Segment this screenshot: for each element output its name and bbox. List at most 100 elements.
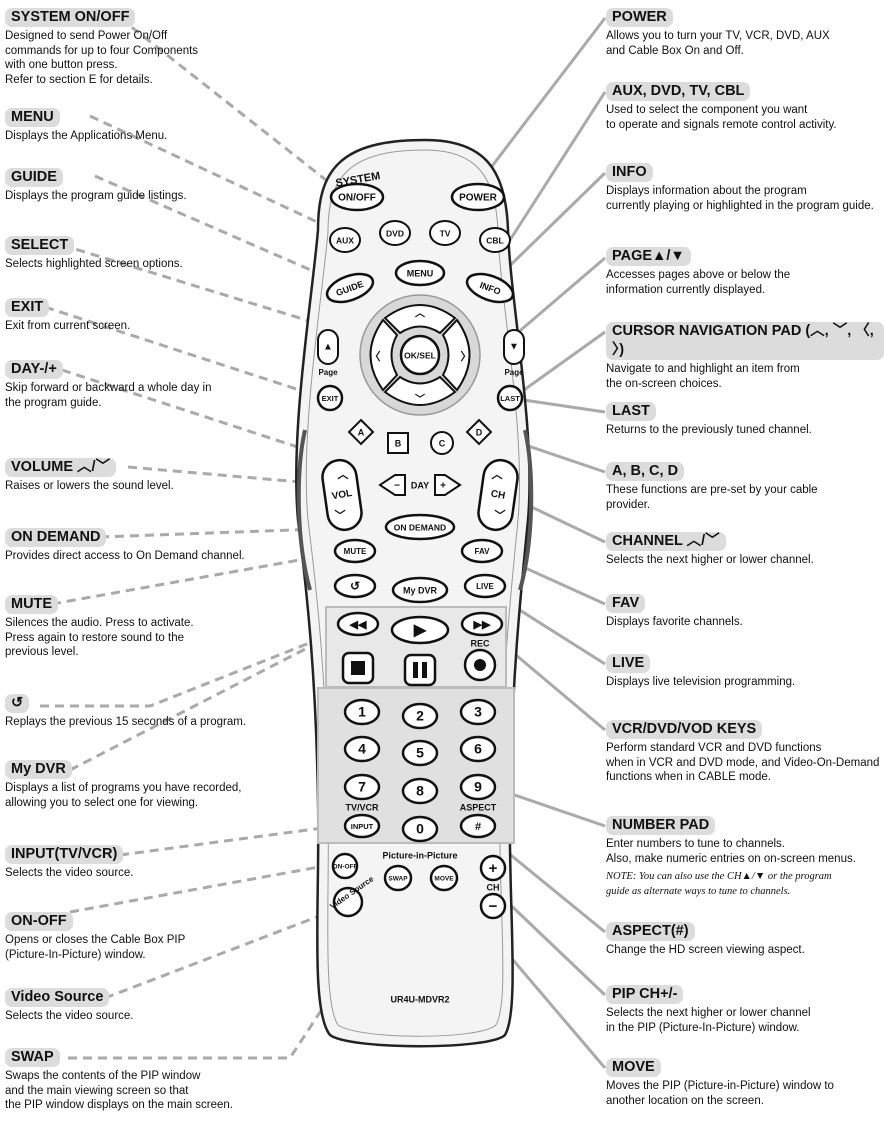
- label-desc: Selects the next higher or lower channel…: [606, 554, 814, 566]
- ok-sel-button[interactable]: OK/SEL: [399, 334, 441, 376]
- pip-on-off-button[interactable]: ON-OFF: [331, 852, 359, 880]
- fav-button[interactable]: FAV: [460, 538, 504, 564]
- label-desc: Displays a list of programs you have rec…: [5, 782, 242, 809]
- last-button[interactable]: LAST: [496, 384, 524, 412]
- digit-8-button[interactable]: 8: [401, 777, 439, 805]
- dvd-button[interactable]: DVD: [379, 220, 411, 246]
- swap-button[interactable]: SWAP: [383, 864, 413, 892]
- label-note: NOTE: You can also use the CH▲/▼ or the …: [606, 871, 832, 897]
- play-button[interactable]: ▶: [390, 615, 450, 645]
- svg-text:B: B: [395, 438, 402, 448]
- guide-button[interactable]: GUIDE: [323, 269, 376, 308]
- day-plus-button[interactable]: +: [434, 474, 462, 496]
- label-title: POWER: [606, 8, 673, 27]
- svg-text:−: −: [394, 481, 400, 492]
- label-desc: These functions are pre-set by your cabl…: [606, 484, 818, 511]
- digit-3-button[interactable]: 3: [459, 698, 497, 726]
- label-desc: Swaps the contents of the PIP window and…: [5, 1070, 233, 1111]
- label-title: My DVR: [5, 760, 72, 779]
- cursor-up-button[interactable]: ︿: [383, 304, 457, 335]
- a-button[interactable]: A: [347, 418, 375, 446]
- svg-text:︿: ︿: [338, 469, 349, 481]
- svg-text:INPUT: INPUT: [351, 822, 374, 831]
- label-desc: Skip forward or backward a whole day in …: [5, 382, 212, 409]
- record-button[interactable]: [463, 648, 497, 682]
- label-aspect: ASPECT(#)Change the HD screen viewing as…: [606, 922, 805, 958]
- aspect-hash-button[interactable]: #: [459, 813, 497, 839]
- day-minus-button[interactable]: −: [378, 474, 406, 496]
- my-dvr-button[interactable]: My DVR: [391, 576, 449, 604]
- svg-text:ON DEMAND: ON DEMAND: [394, 522, 446, 532]
- pause-button[interactable]: [403, 653, 437, 687]
- label-desc: Moves the PIP (Picture-in-Picture) windo…: [606, 1080, 834, 1107]
- svg-text:▶: ▶: [413, 622, 427, 639]
- channel-rocker[interactable]: ︿ CH ﹀: [476, 458, 519, 532]
- digit-5-button[interactable]: 5: [401, 739, 439, 767]
- exit-button[interactable]: EXIT: [316, 384, 344, 412]
- svg-text:DVD: DVD: [386, 228, 404, 238]
- cursor-down-button[interactable]: ﹀: [383, 375, 457, 406]
- label-page: PAGE▲/▼Accesses pages above or below the…: [606, 247, 790, 297]
- fast-forward-button[interactable]: ▶▶: [460, 611, 504, 637]
- d-button[interactable]: D: [465, 418, 493, 446]
- svg-text:AUX: AUX: [336, 235, 354, 245]
- live-button[interactable]: LIVE: [463, 573, 507, 599]
- label-title: A, B, C, D: [606, 462, 685, 481]
- label-title: FAV: [606, 594, 646, 613]
- page-down-button[interactable]: ▼: [503, 329, 525, 365]
- pip-ch-plus-button[interactable]: +: [479, 854, 507, 882]
- svg-text:︿: ︿: [492, 469, 503, 481]
- cbl-button[interactable]: CBL: [479, 227, 511, 253]
- label-desc: Selects the video source.: [5, 1010, 134, 1022]
- aux-button[interactable]: AUX: [329, 227, 361, 253]
- video-source-button[interactable]: [332, 886, 364, 918]
- rewind-button[interactable]: ◀◀: [336, 611, 380, 637]
- svg-text:SWAP: SWAP: [388, 876, 408, 883]
- system-on-off-button[interactable]: ON/OFF: [329, 182, 385, 212]
- digit-0-button[interactable]: 0: [401, 815, 439, 843]
- svg-text:▲: ▲: [323, 342, 333, 353]
- svg-text:EXIT: EXIT: [322, 394, 339, 403]
- cursor-right-button[interactable]: 〉: [441, 318, 472, 392]
- pip-ch-minus-button[interactable]: −: [479, 892, 507, 920]
- digit-6-button[interactable]: 6: [459, 735, 497, 763]
- stop-button[interactable]: [341, 651, 375, 685]
- label-title: CHANNEL ︿/﹀: [606, 532, 726, 551]
- svg-text:POWER: POWER: [459, 193, 498, 204]
- tv-button[interactable]: TV: [429, 220, 461, 246]
- page-up-label: Page: [318, 368, 338, 377]
- mute-button[interactable]: MUTE: [333, 538, 377, 564]
- move-button[interactable]: MOVE: [429, 864, 459, 892]
- c-button[interactable]: C: [430, 431, 454, 455]
- on-demand-button[interactable]: ON DEMAND: [384, 513, 456, 541]
- label-title: LIVE: [606, 654, 651, 673]
- digit-7-button[interactable]: 7: [343, 773, 381, 801]
- label-title: ON-OFF: [5, 912, 73, 931]
- left-rail: [296, 429, 312, 591]
- input-button[interactable]: INPUT: [343, 813, 381, 839]
- digit-9-button[interactable]: 9: [459, 773, 497, 801]
- digit-1-button[interactable]: 1: [343, 698, 381, 726]
- b-button[interactable]: B: [387, 432, 409, 454]
- svg-text:VOL: VOL: [331, 488, 353, 502]
- info-button[interactable]: INFO: [463, 269, 516, 308]
- page-up-button[interactable]: ▲: [317, 329, 339, 365]
- label-desc: Designed to send Power On/Off commands f…: [5, 30, 199, 86]
- cursor-left-button[interactable]: 〈: [370, 318, 399, 392]
- label-title: CURSOR NAVIGATION PAD (︿, ﹀, 〈, 〉): [606, 322, 884, 360]
- label-title: SYSTEM ON/OFF: [5, 8, 136, 27]
- power-button[interactable]: POWER: [450, 182, 506, 212]
- label-my-dvr: My DVR Displays a list of programs you ha…: [5, 760, 242, 810]
- digit-2-button[interactable]: 2: [401, 702, 439, 730]
- label-title: LAST: [606, 402, 656, 421]
- label-volume: VOLUME ︿/﹀Raises or lowers the sound lev…: [5, 458, 174, 494]
- menu-button[interactable]: MENU: [394, 259, 446, 287]
- svg-text:2: 2: [416, 708, 424, 724]
- digit-4-button[interactable]: 4: [343, 735, 381, 763]
- volume-rocker[interactable]: ︿ VOL ﹀: [320, 458, 363, 532]
- replay-button[interactable]: ↺: [333, 573, 377, 599]
- svg-text:﹀: ﹀: [415, 394, 425, 406]
